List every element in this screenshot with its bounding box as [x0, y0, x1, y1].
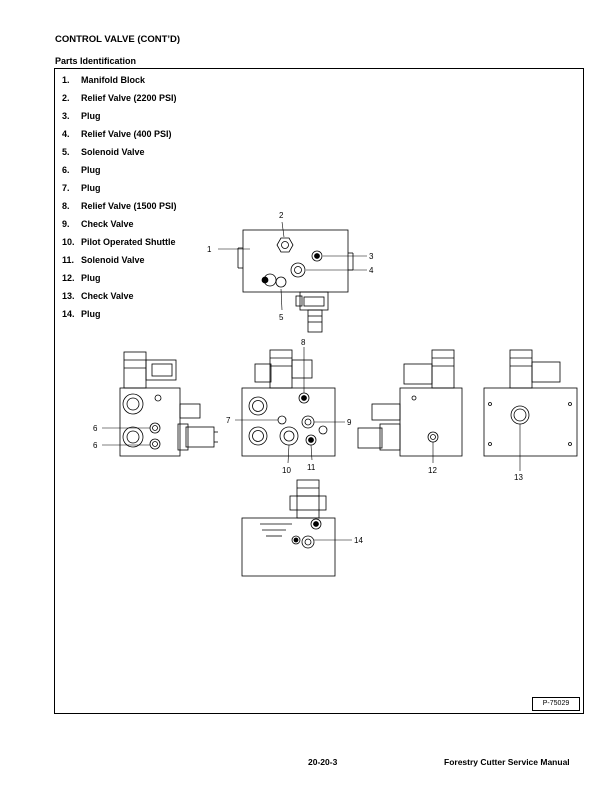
part-item: 8. Relief Valve (1500 PSI) [62, 201, 177, 219]
callout-8: 8 [301, 338, 306, 347]
manifold-bottom-view [241, 479, 336, 577]
part-item: 2. Relief Valve (2200 PSI) [62, 93, 177, 111]
callout-leaders [102, 221, 521, 541]
manifold-back-view [483, 349, 578, 457]
part-item: 5. Solenoid Valve [62, 147, 177, 165]
part-number: 3. [62, 111, 70, 121]
callout-12: 12 [428, 466, 437, 475]
parts-list: 1. Manifold Block 2. Relief Valve (2200 PS… [62, 75, 177, 327]
callout-10: 10 [282, 466, 291, 475]
part-number: 13. [62, 291, 75, 301]
part-name: Plug [81, 165, 101, 175]
callout-6a: 6 [93, 424, 98, 433]
callout-4: 4 [369, 266, 374, 275]
manifold-right-view [357, 349, 463, 457]
part-name: Solenoid Valve [81, 147, 145, 157]
part-item: 13. Check Valve [62, 291, 177, 309]
part-name: Plug [81, 183, 101, 193]
part-number: 10. [62, 237, 75, 247]
parts-identification-heading: Parts Identification [55, 56, 137, 66]
part-number: 7. [62, 183, 70, 193]
callout-labels: 1 2 3 4 5 6 6 7 8 9 10 11 12 13 14 [93, 211, 523, 545]
callout-9: 9 [347, 418, 352, 427]
part-item: 9. Check Valve [62, 219, 177, 237]
part-number: 2. [62, 93, 70, 103]
manifold-top-view [237, 229, 354, 333]
part-item: 14. Plug [62, 309, 177, 327]
part-item: 10. Pilot Operated Shuttle [62, 237, 177, 255]
callout-13: 13 [514, 473, 523, 482]
callout-1: 1 [207, 245, 212, 254]
part-item: 4. Relief Valve (400 PSI) [62, 129, 177, 147]
part-name: Relief Valve (1500 PSI) [81, 201, 177, 211]
part-number: 11. [62, 255, 75, 265]
figure-frame [54, 68, 584, 714]
part-item: 1. Manifold Block [62, 75, 177, 93]
section-title: CONTROL VALVE (CONT’D) [55, 34, 181, 45]
part-item: 7. Plug [62, 183, 177, 201]
part-item: 6. Plug [62, 165, 177, 183]
figure-id-label: P-75029 [532, 697, 580, 711]
part-name: Plug [81, 273, 101, 283]
manifold-left-view [119, 351, 218, 457]
callout-11: 11 [307, 463, 316, 472]
callout-14: 14 [354, 536, 363, 545]
part-item: 11. Solenoid Valve [62, 255, 177, 273]
part-number: 6. [62, 165, 70, 175]
part-name: Manifold Block [81, 75, 146, 85]
manifold-front-view [241, 349, 336, 457]
part-name: Plug [81, 111, 101, 121]
part-name: Solenoid Valve [81, 255, 145, 265]
part-name: Plug [81, 309, 101, 319]
part-item: 12. Plug [62, 273, 177, 291]
callout-2: 2 [279, 211, 284, 220]
manual-title: Forestry Cutter Service Manual [444, 757, 570, 767]
part-number: 4. [62, 129, 70, 139]
part-item: 3. Plug [62, 111, 177, 129]
part-number: 14. [62, 309, 75, 319]
callout-5: 5 [279, 313, 284, 322]
part-number: 9. [62, 219, 70, 229]
part-name: Relief Valve (400 PSI) [81, 129, 172, 139]
part-number: 1. [62, 75, 70, 85]
part-number: 8. [62, 201, 70, 211]
page-number: 20-20-3 [308, 757, 338, 767]
part-name: Relief Valve (2200 PSI) [81, 93, 177, 103]
part-name: Pilot Operated Shuttle [81, 237, 176, 247]
part-name: Check Valve [81, 291, 134, 301]
callout-6b: 6 [93, 441, 98, 450]
part-number: 12. [62, 273, 75, 283]
callout-3: 3 [369, 252, 374, 261]
callout-7: 7 [226, 416, 231, 425]
part-number: 5. [62, 147, 70, 157]
part-name: Check Valve [81, 219, 134, 229]
